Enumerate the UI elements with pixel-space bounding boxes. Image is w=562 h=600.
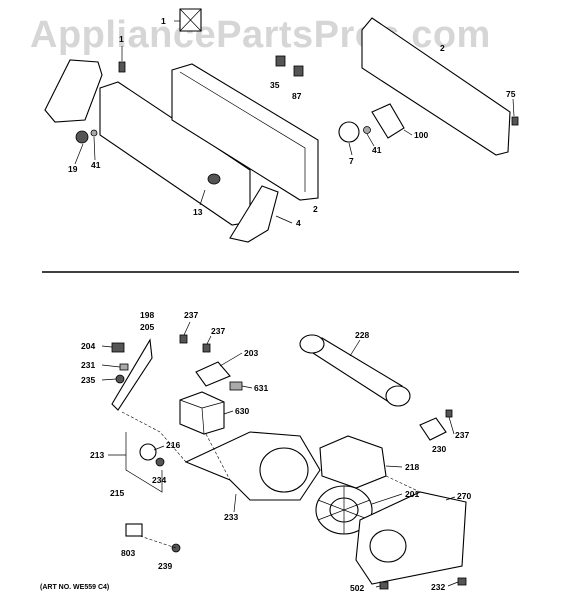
label-87: 87 [292,91,302,101]
part-234-nut[interactable] [155,457,165,467]
label-215: 215 [110,488,124,498]
part-237-screw-c[interactable] [445,409,453,418]
label-1a: 1 [161,16,166,26]
label-239: 239 [158,561,172,571]
part-87-clip[interactable] [293,65,304,77]
top-section: 1 1 2 2 35 87 75 19 41 13 4 7 41 100 [44,8,519,243]
part-35-clip[interactable] [275,55,286,67]
label-100: 100 [414,130,428,140]
label-233: 233 [224,512,238,522]
part-803-switch[interactable] [125,523,143,537]
part-237-screw-a[interactable] [179,334,188,344]
part-203-bracket[interactable] [195,361,231,387]
console-knob-hole [207,173,221,185]
label-803: 803 [121,548,135,558]
label-213: 213 [90,450,104,460]
part-218-duct[interactable] [319,435,387,489]
label-2a: 2 [440,43,445,53]
part-41-clip-right[interactable] [363,126,371,134]
bottom-section: 198 205 204 231 235 237 237 203 631 630 … [40,310,471,593]
housing-opening [259,447,309,493]
label-204: 204 [81,341,95,351]
part-2-rear-panel[interactable] [361,17,511,156]
part-2-console-frame[interactable] [171,63,319,201]
part-228-duct[interactable] [299,334,411,407]
part-631-connector[interactable] [229,381,243,391]
label-237b: 237 [211,326,225,336]
label-230: 230 [432,444,446,454]
part-1-screw[interactable] [118,61,126,73]
label-75: 75 [506,89,516,99]
label-234: 234 [152,475,166,485]
label-203: 203 [244,348,258,358]
label-218: 218 [405,462,419,472]
label-231: 231 [81,360,95,370]
label-216: 216 [166,440,180,450]
label-4: 4 [296,218,301,228]
cover-opening [369,529,407,563]
part-235-bolt[interactable] [115,374,125,384]
label-35: 35 [270,80,280,90]
part-100-switch[interactable] [371,103,405,139]
label-205: 205 [140,322,154,332]
label-235: 235 [81,375,95,385]
part-201-blower-wheel[interactable] [315,485,373,535]
label-270: 270 [457,491,471,501]
label-2b: 2 [313,204,318,214]
label-13: 13 [193,207,203,217]
label-228: 228 [355,330,369,340]
part-231-nut[interactable] [119,363,129,371]
label-1b: 1 [119,34,124,44]
part-7-knob[interactable] [338,121,360,143]
label-198: 198 [140,310,154,320]
label-631: 631 [254,383,268,393]
part-630-timer[interactable] [179,391,225,435]
part-216-pulley[interactable] [139,443,157,461]
label-7: 7 [349,156,354,166]
part-75-screw[interactable] [511,116,519,126]
part-4-end-cap[interactable] [229,185,279,243]
part-19-knob[interactable] [75,130,89,144]
label-19: 19 [68,164,78,174]
part-237-screw-b[interactable] [202,343,211,353]
label-630: 630 [235,406,249,416]
label-237c: 237 [455,430,469,440]
art-number-note: (ART NO. WE559 C4) [40,584,109,591]
part-41-clip-left[interactable] [90,129,98,137]
label-232: 232 [431,582,445,592]
label-502: 502 [350,583,364,593]
label-201: 201 [405,489,419,499]
part-213-wire-frame[interactable] [125,432,163,493]
label-237a: 237 [184,310,198,320]
left-end-cap[interactable] [44,59,103,123]
label-41b: 41 [372,145,382,155]
part-230-idler[interactable] [419,417,447,441]
part-502-screw[interactable] [379,581,389,590]
part-198-bracket[interactable] [111,338,153,411]
part-204-clip[interactable] [111,342,125,353]
label-41a: 41 [91,160,101,170]
part-232-screw[interactable] [457,577,467,586]
